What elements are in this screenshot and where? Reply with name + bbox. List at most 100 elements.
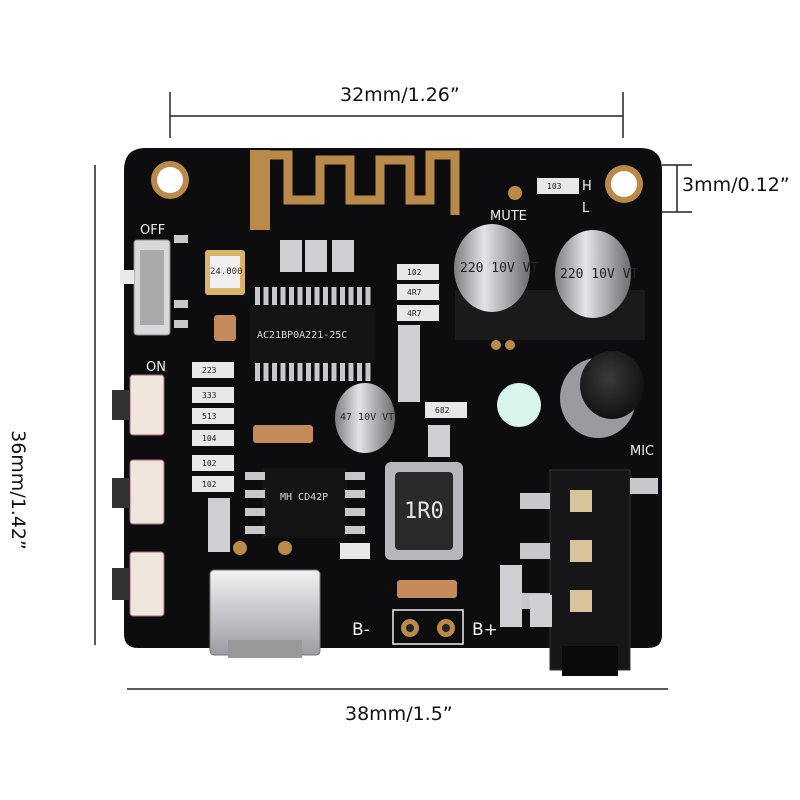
microphone — [560, 351, 644, 438]
capacitor-small — [335, 383, 395, 453]
label-b-plus: B+ — [472, 620, 498, 640]
resistor-code: 513 — [202, 412, 217, 421]
smd-resistor — [192, 476, 234, 492]
chip-pin — [340, 287, 345, 305]
cap-large-1-marking: 220 10V VT — [460, 261, 538, 276]
resistor-code: 223 — [202, 366, 217, 375]
smd-resistor — [192, 430, 234, 446]
tactile-button-2[interactable] — [112, 459, 165, 525]
chip-pin — [323, 363, 328, 381]
board-hole — [497, 383, 541, 427]
crystal-marking: 24.000 — [210, 267, 243, 277]
smd-component — [500, 565, 522, 597]
chip-pin — [340, 363, 345, 381]
tactile-button-1[interactable] — [112, 374, 165, 436]
resistor-code: 4R7 — [407, 288, 422, 297]
smd-component — [398, 370, 420, 402]
smd-resistor — [425, 402, 467, 418]
chip-pin — [348, 363, 354, 381]
tactile-button-3[interactable] — [112, 551, 165, 617]
audio-jack[interactable] — [520, 469, 658, 676]
chip-pin — [255, 363, 260, 381]
label-mute: MUTE — [490, 209, 527, 224]
chip-pin — [263, 287, 269, 305]
resistor-code: 333 — [202, 391, 217, 400]
smd-capacitor — [397, 580, 457, 598]
dimension-lines — [94, 92, 692, 690]
chip-pin — [331, 287, 337, 305]
smd-resistor — [340, 543, 370, 559]
label-b-minus: B- — [352, 620, 370, 640]
crystal-oscillator — [205, 250, 245, 295]
resistor-code: 102 — [202, 480, 217, 489]
dimension-bottom-width: 38mm/1.5” — [345, 703, 453, 725]
label-l: L — [582, 201, 590, 216]
chip-pin — [314, 287, 320, 305]
dimension-mount-offset: 3mm/0.12” — [682, 174, 790, 196]
smd-resistor — [397, 264, 439, 280]
smd-resistor — [397, 284, 439, 300]
micro-usb-port[interactable] — [209, 569, 321, 658]
chip-pin — [263, 363, 269, 381]
chip-main-marking: AC21BP0A221-25C — [257, 330, 347, 341]
smd-resistor — [397, 305, 439, 321]
chip-small-marking: MH CD42P — [280, 492, 328, 503]
chip-pin — [365, 363, 371, 381]
smd-resistor — [192, 455, 234, 471]
capacitor-large-2 — [550, 230, 645, 340]
chip-pin — [306, 287, 311, 305]
chip-pin — [289, 287, 294, 305]
chip-pin — [323, 287, 328, 305]
smd-resistor — [537, 178, 579, 194]
smd-capacitor — [214, 315, 236, 341]
chip-pin — [280, 363, 286, 381]
smd-resistor — [192, 362, 234, 378]
chip-pin — [297, 287, 303, 305]
label-on: ON — [146, 360, 166, 375]
chip-pin — [331, 363, 337, 381]
inductor-marking: 1R0 — [404, 499, 444, 524]
antenna-trace — [257, 150, 460, 228]
chip-pin — [280, 287, 286, 305]
smd-component — [280, 240, 302, 272]
main-ic-chip — [250, 305, 375, 363]
chip-pin — [255, 287, 260, 305]
smd-component — [332, 240, 354, 272]
power-switch[interactable] — [120, 235, 188, 336]
chip-pin — [272, 287, 277, 305]
dimension-top-width: 32mm/1.26” — [340, 84, 460, 106]
smd-component — [208, 520, 230, 552]
small-ic-chip — [245, 468, 365, 538]
chip-pin — [348, 287, 354, 305]
cap-large-2-marking: 220 10V VT — [560, 267, 638, 282]
smd-component — [305, 240, 327, 272]
resistor-code: 102 — [202, 459, 217, 468]
smd-component — [428, 425, 450, 457]
chip-pin — [289, 363, 294, 381]
resistor-code: 103 — [547, 182, 562, 191]
power-inductor — [385, 462, 463, 560]
chip-pin — [357, 363, 362, 381]
capacitor-large-1 — [454, 224, 550, 340]
smd-component — [500, 595, 522, 627]
chip-pin — [314, 363, 320, 381]
resistor-code: 102 — [407, 268, 422, 277]
resistor-code: 682 — [435, 406, 450, 415]
label-mic: MIC — [630, 444, 654, 459]
chip-pin — [306, 363, 311, 381]
chip-pin — [365, 287, 371, 305]
chip-pin — [297, 363, 303, 381]
smd-capacitor — [253, 425, 313, 443]
mute-pad[interactable] — [508, 186, 522, 200]
pcb-board: OFF ON MUTE H L MIC B- B+ AC21BP0A221-25… — [112, 148, 662, 676]
dimension-height: 36mm/1.42” — [7, 430, 29, 550]
chip-pin — [357, 287, 362, 305]
resistor-code: 4R7 — [407, 309, 422, 318]
smd-resistor — [192, 408, 234, 424]
battery-pads[interactable] — [392, 609, 464, 645]
resistor-code: 104 — [202, 434, 217, 443]
cap-small-marking: 47 10V VT — [340, 412, 394, 423]
label-h: H — [582, 179, 592, 194]
smd-component — [530, 595, 552, 627]
